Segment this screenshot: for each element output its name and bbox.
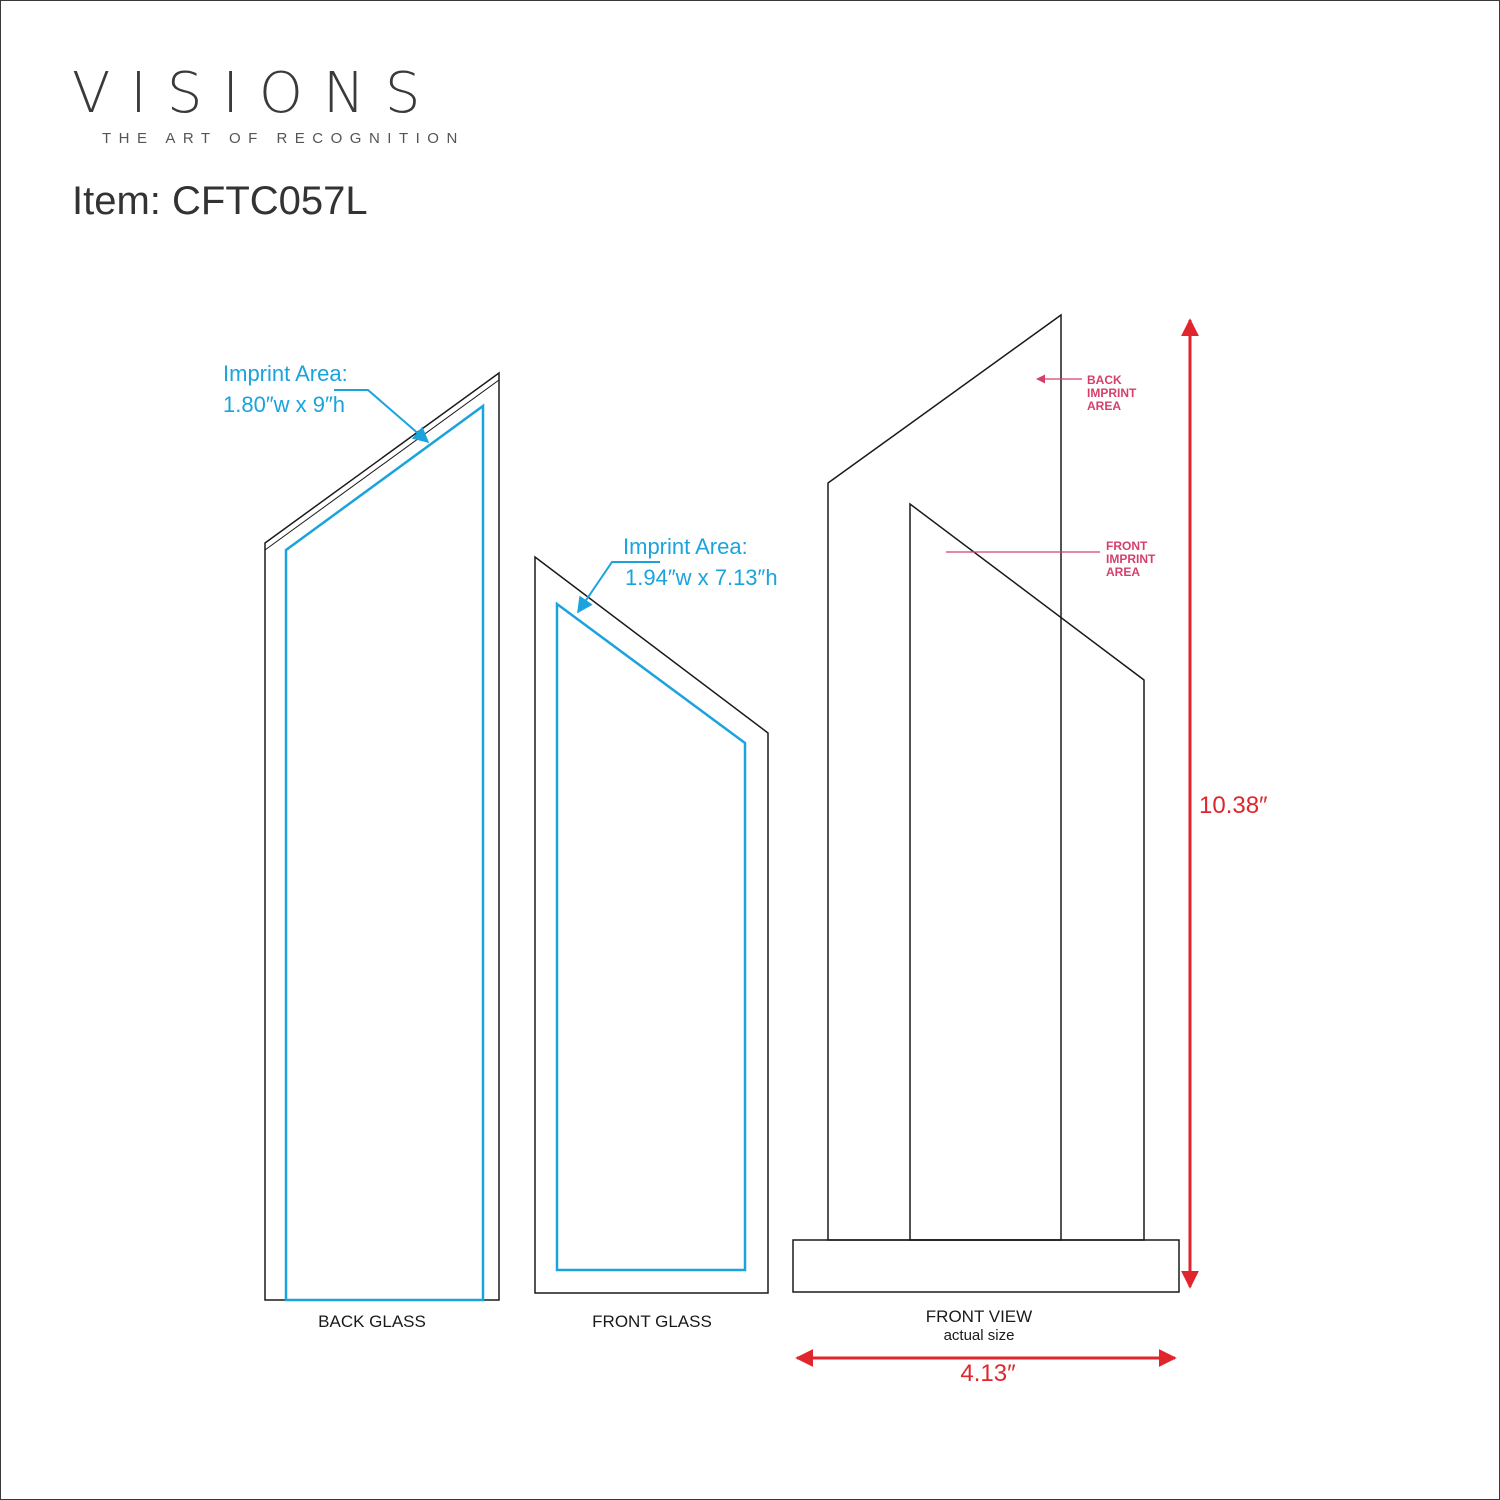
back-imprint-callout-line: IMPRINT <box>1087 386 1137 400</box>
height-dimension-label: 10.38″ <box>1199 792 1268 819</box>
front-glass-drawing: Imprint Area: 1.94″w x 7.13″h FRONT GLAS… <box>534 534 778 1331</box>
front-view-back-panel <box>827 313 1062 1241</box>
front-glass-imprint-pointer <box>577 561 660 614</box>
front-glass-outline <box>534 555 769 1294</box>
item-number: Item: CFTC057L <box>72 179 368 223</box>
brand-name: VISIONS <box>72 61 440 126</box>
front-view-label: FRONT VIEW <box>926 1307 1032 1326</box>
back-imprint-callout-line: AREA <box>1087 399 1121 413</box>
back-glass-imprint-area <box>284 403 485 1302</box>
back-glass-imprint-size: 1.80″w x 9″h <box>223 392 345 417</box>
back-glass-label: BACK GLASS <box>318 1312 426 1331</box>
back-glass-drawing: Imprint Area: 1.80″w x 9″h BACK GLASS <box>223 361 500 1331</box>
front-imprint-callout-text: AREA <box>1106 565 1140 579</box>
brand-tagline: THE ART OF RECOGNITION <box>102 130 465 147</box>
back-glass-bevel <box>264 379 500 551</box>
front-view-front-panel <box>909 502 1145 1241</box>
brand-logo: VISIONS THE ART OF RECOGNITION <box>72 61 465 147</box>
back-glass-outline <box>264 371 500 1301</box>
back-imprint-callout-line: BACK <box>1087 373 1122 387</box>
back-glass-imprint-pointer <box>334 389 430 444</box>
front-view-sublabel: actual size <box>944 1327 1015 1344</box>
front-glass-imprint-size: 1.94″w x 7.13″h <box>625 565 778 590</box>
width-dimension-label: 4.13″ <box>960 1360 1016 1387</box>
front-imprint-callout: FRONT IMPRINT AREA <box>1106 539 1159 579</box>
front-imprint-callout-text: FRONT <box>1106 539 1148 553</box>
front-view-base <box>792 1239 1180 1293</box>
back-imprint-callout: BACK IMPRINT AREA <box>1087 373 1140 413</box>
front-glass-imprint-title: Imprint Area: <box>623 534 748 559</box>
front-imprint-callout-text: IMPRINT <box>1106 552 1156 566</box>
front-glass-imprint-area <box>555 601 747 1272</box>
back-glass-imprint-title: Imprint Area: <box>223 361 348 386</box>
front-view-drawing: BACK IMPRINT AREA FRONT IMPRINT AREA 10.… <box>792 313 1268 1387</box>
front-glass-label: FRONT GLASS <box>592 1312 712 1331</box>
